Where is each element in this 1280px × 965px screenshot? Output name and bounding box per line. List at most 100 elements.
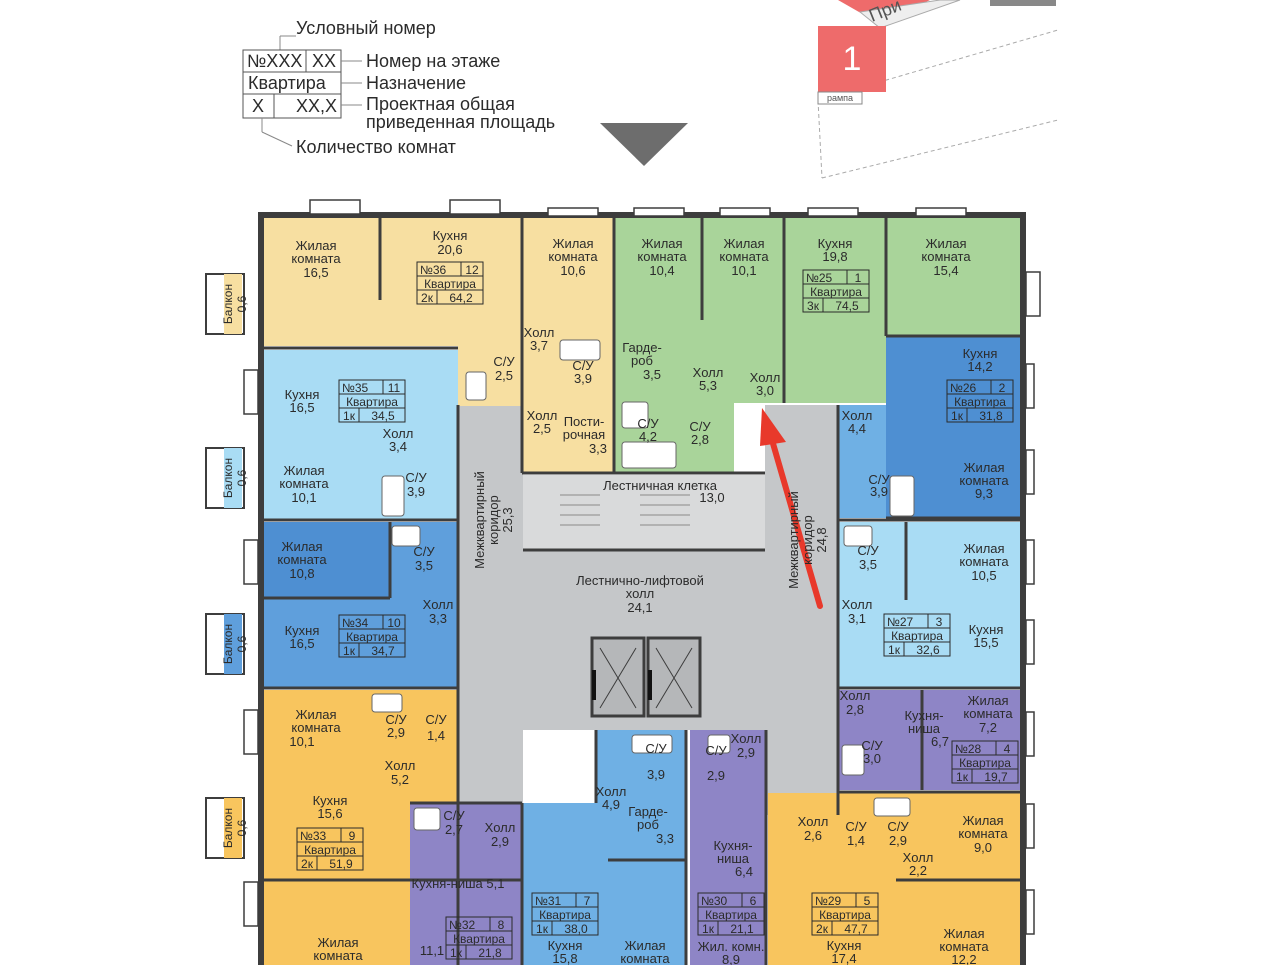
apartment-purpose: Квартира [891, 629, 943, 643]
room-label: 2,9 [707, 768, 725, 783]
apartment-floor-number: 7 [584, 894, 591, 908]
room-label: Холл [903, 850, 934, 865]
room-label: С/У [413, 544, 435, 559]
room-label: 2,8 [846, 702, 864, 717]
room-label: 16,5 [289, 636, 314, 651]
room-label: 3,5 [415, 558, 433, 573]
apartment-number: №26 [950, 381, 977, 395]
room-label: комната [959, 473, 1009, 488]
room-label: Жилая [295, 707, 336, 722]
room-label: Холл [423, 597, 454, 612]
apartment-area: 74,5 [835, 299, 859, 313]
room-label: 4,2 [639, 429, 657, 444]
room-label: 4,4 [848, 421, 866, 436]
apartment-purpose: Квартира [810, 285, 862, 299]
apartment-number: №31 [535, 894, 562, 908]
room-label: Кухня [285, 387, 320, 402]
legend-box-area: ХХ,Х [296, 96, 337, 116]
north-direction-marker [600, 123, 688, 166]
room-label: Жилая [925, 236, 966, 251]
room-label: Холл [842, 597, 873, 612]
room-label: С/У [385, 712, 407, 727]
legend-top-caption: Условный номер [296, 18, 436, 38]
room-label: 10,1 [731, 263, 756, 278]
room-label: 6,4 [735, 864, 753, 879]
room-label: С/У [443, 808, 465, 823]
room-label: комната [958, 826, 1008, 841]
balcony-label: Балкон [221, 458, 235, 498]
room-label: Холл [385, 758, 416, 773]
room-label: комната [719, 249, 769, 264]
room-label: С/У [572, 358, 594, 373]
room-label: С/У [845, 819, 867, 834]
apartment-number: №29 [815, 894, 842, 908]
ramp-label: рампа [827, 93, 853, 103]
room-label: 1,4 [847, 833, 865, 848]
balconies [205, 273, 245, 859]
room-label: комната [620, 951, 670, 965]
apartment-purpose: Квартира [539, 908, 591, 922]
room-label: Жилая [295, 238, 336, 253]
room-label: 3,1 [848, 611, 866, 626]
legend-box-floor-no: ХХ [312, 51, 336, 71]
room-label: Жилая [641, 236, 682, 251]
apartment-area: 21,1 [730, 922, 754, 936]
entrance-number: 1 [843, 40, 862, 78]
apartment-rooms: 1к [343, 644, 356, 658]
room-label: 3,0 [756, 383, 774, 398]
room-label: 10,4 [649, 263, 674, 278]
room-label: комната [277, 552, 327, 567]
room-label: 3,5 [643, 367, 661, 382]
room-label: Холл [596, 784, 627, 799]
room-label: 24,1 [627, 600, 652, 615]
balcony-label: Балкон [221, 624, 235, 664]
apartment-number: №25 [806, 271, 833, 285]
room-label: 3,7 [530, 338, 548, 353]
room-label: Гарде- [622, 340, 662, 355]
apartment-rooms: 2к [301, 857, 314, 871]
apartment-purpose: Квартира [346, 630, 398, 644]
room-label: 2,9 [387, 725, 405, 740]
room-label: Кухня [285, 623, 320, 638]
room-label: 3,9 [647, 767, 665, 782]
apartment-area: 34,7 [371, 644, 395, 658]
apartment-purpose: Квартира [346, 395, 398, 409]
balcony-label: Балкон [221, 808, 235, 848]
room-label: 11,1 [420, 943, 444, 958]
apartment-floor-number: 8 [498, 918, 505, 932]
room-label: Жилая [624, 938, 665, 953]
apartment-rooms: 1к [956, 770, 969, 784]
balcony-area: 0,6 [235, 819, 249, 836]
balcony-area: 0,6 [235, 295, 249, 312]
building [205, 199, 1041, 965]
room-label: 16,5 [303, 265, 328, 280]
apartment-purpose: Квартира [424, 277, 476, 291]
room-label: холл [626, 586, 654, 601]
corridor-label: коридор [486, 495, 501, 545]
apartment-purpose: Квартира [819, 908, 871, 922]
room-label: 1,4 [427, 728, 445, 743]
legend: Условный номер №ХХХ ХХ Квартира Х ХХ,Х Н… [242, 18, 688, 166]
room-label: С/У [493, 354, 515, 369]
room-label: 3,3 [656, 831, 674, 846]
room-label: 3,9 [574, 371, 592, 386]
room-label: комната [921, 249, 971, 264]
room-label: 4,9 [602, 797, 620, 812]
room-label: 5,2 [391, 772, 409, 787]
room-label: комната [291, 720, 341, 735]
room-label: Кухня [818, 236, 853, 251]
room-label: Кухня [827, 938, 862, 953]
room-label: комната [279, 476, 329, 491]
